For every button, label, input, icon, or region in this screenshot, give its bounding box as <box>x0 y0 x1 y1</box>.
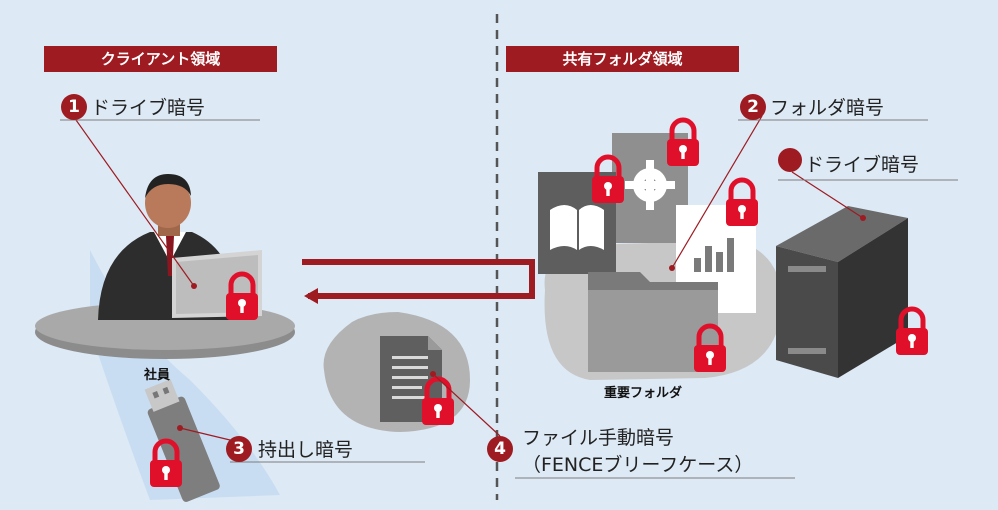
callout-export-encryption: 持出し暗号 <box>258 439 354 461</box>
client-region-label: クライアント領域 <box>44 46 277 72</box>
callout-manual-file-encryption: ファイル手動暗号 <box>522 427 675 449</box>
callout-folder-encryption: フォルダ暗号 <box>770 97 885 119</box>
lock-icon <box>667 120 699 166</box>
lock-icon <box>592 157 624 203</box>
folder-icon <box>588 272 718 372</box>
server-icon <box>776 206 908 378</box>
lock-icon <box>896 309 928 355</box>
callout-number-4: 4 <box>487 436 513 462</box>
leader-dots <box>177 215 866 431</box>
callout-fence-briefcase: （FENCEブリーフケース） <box>522 454 754 476</box>
underlines <box>60 119 958 479</box>
bullet-dot <box>778 148 802 172</box>
callout-number-2: 2 <box>740 94 766 120</box>
important-folder-label: 重要フォルダ <box>604 386 683 401</box>
employee-label: 社員 <box>144 368 171 383</box>
callout-number-3: 3 <box>226 436 252 462</box>
shared-region-label: 共有フォルダ領域 <box>506 46 739 72</box>
callout-number-1: 1 <box>61 94 87 120</box>
callout-drive-encryption-shared: ドライブ暗号 <box>805 154 920 176</box>
usb-stick-icon <box>144 379 220 502</box>
callout-drive-encryption-client: ドライブ暗号 <box>91 97 206 119</box>
transfer-connector <box>302 259 535 299</box>
arrow-head <box>304 288 318 304</box>
lock-icon <box>726 180 758 226</box>
